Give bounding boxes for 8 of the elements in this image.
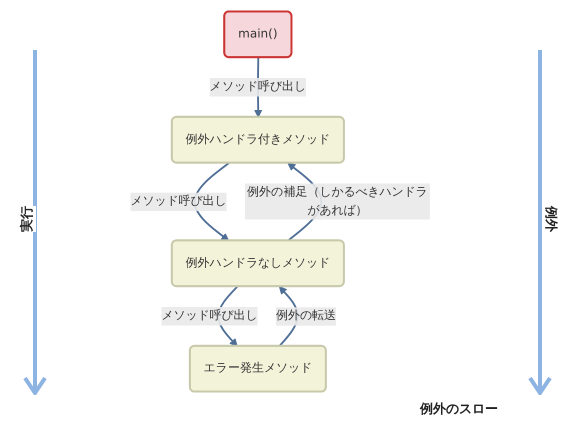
edge-label: メソッド呼び出し xyxy=(161,308,258,323)
edge-label: 例外の補足（しかるべきハンドラがあれば） xyxy=(247,185,428,218)
axis-label: 実行 xyxy=(18,206,36,232)
note-text: 例外のスロー xyxy=(420,401,498,418)
axis-label: 例外 xyxy=(542,206,560,232)
edge-label: メソッド呼び出し xyxy=(210,80,306,94)
edge-label: メソッド呼び出し xyxy=(130,194,226,208)
edge-label: 例外の転送 xyxy=(276,309,336,323)
